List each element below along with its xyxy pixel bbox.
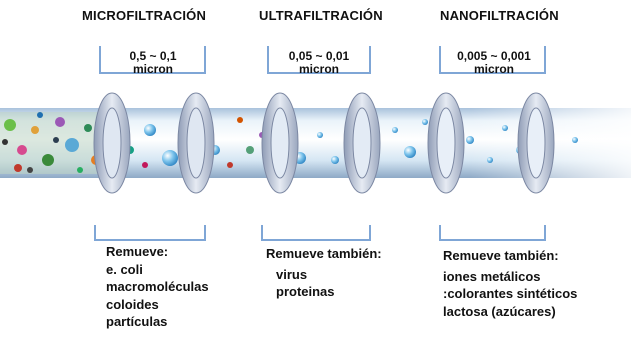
removes-item: macromoléculas [106, 279, 209, 294]
removes-item: partículas [106, 314, 168, 329]
removes-item: :colorantes sintéticos [443, 286, 578, 301]
flange-4 [343, 92, 381, 194]
pore-size-value: 0,5 ~ 0,1 [129, 49, 177, 63]
pore-size-unit: micron [298, 62, 339, 76]
pipe-flanges [93, 92, 555, 194]
flange-1 [93, 92, 131, 194]
removes-item: proteinas [276, 284, 335, 299]
flange-5 [427, 92, 465, 194]
bracket-nano [439, 46, 546, 74]
removes-micro: Remueve: e. coli macromoléculas coloides… [106, 243, 209, 331]
pore-size-value: 0,005 ~ 0,001 [457, 49, 531, 63]
flange-6 [517, 92, 555, 194]
removes-item: iones metálicos [443, 268, 541, 284]
pore-size-unit: micron [473, 62, 514, 76]
title-nanofiltracion: NANOFILTRACIÓN [440, 8, 559, 23]
removes-ultra: Remueve también: virus proteinas [266, 245, 382, 301]
bracket-micro [99, 46, 206, 74]
flange-2 [177, 92, 215, 194]
bracket-desc-ultra [261, 225, 371, 241]
removes-item: coloides [106, 296, 159, 312]
flange-3 [261, 92, 299, 194]
removes-item: lactosa (azúcares) [443, 303, 556, 319]
pore-size-ultra: 0,05 ~ 0,01 micron [259, 50, 379, 76]
pore-size-unit: micron [132, 62, 173, 76]
removes-nano: Remueve también: iones metálicos :colora… [443, 247, 577, 320]
pore-size-value: 0,05 ~ 0,01 [288, 49, 350, 63]
title-microfiltracion: MICROFILTRACIÓN [82, 8, 207, 23]
removes-item: virus [276, 266, 308, 282]
bracket-desc-micro [94, 225, 206, 241]
bracket-ultra [267, 46, 371, 74]
title-ultrafiltracion: ULTRAFILTRACIÓN [259, 8, 383, 23]
removes-heading: Remueve: [106, 244, 169, 259]
bracket-lines [94, 46, 546, 241]
pore-size-micro: 0,5 ~ 0,1 micron [93, 50, 213, 76]
removes-heading: Remueve también: [266, 246, 382, 261]
removes-heading: Remueve también: [443, 248, 559, 263]
pore-size-nano: 0,005 ~ 0,001 micron [434, 50, 554, 76]
removes-item: e. coli [106, 261, 143, 277]
bracket-desc-nano [439, 225, 546, 241]
